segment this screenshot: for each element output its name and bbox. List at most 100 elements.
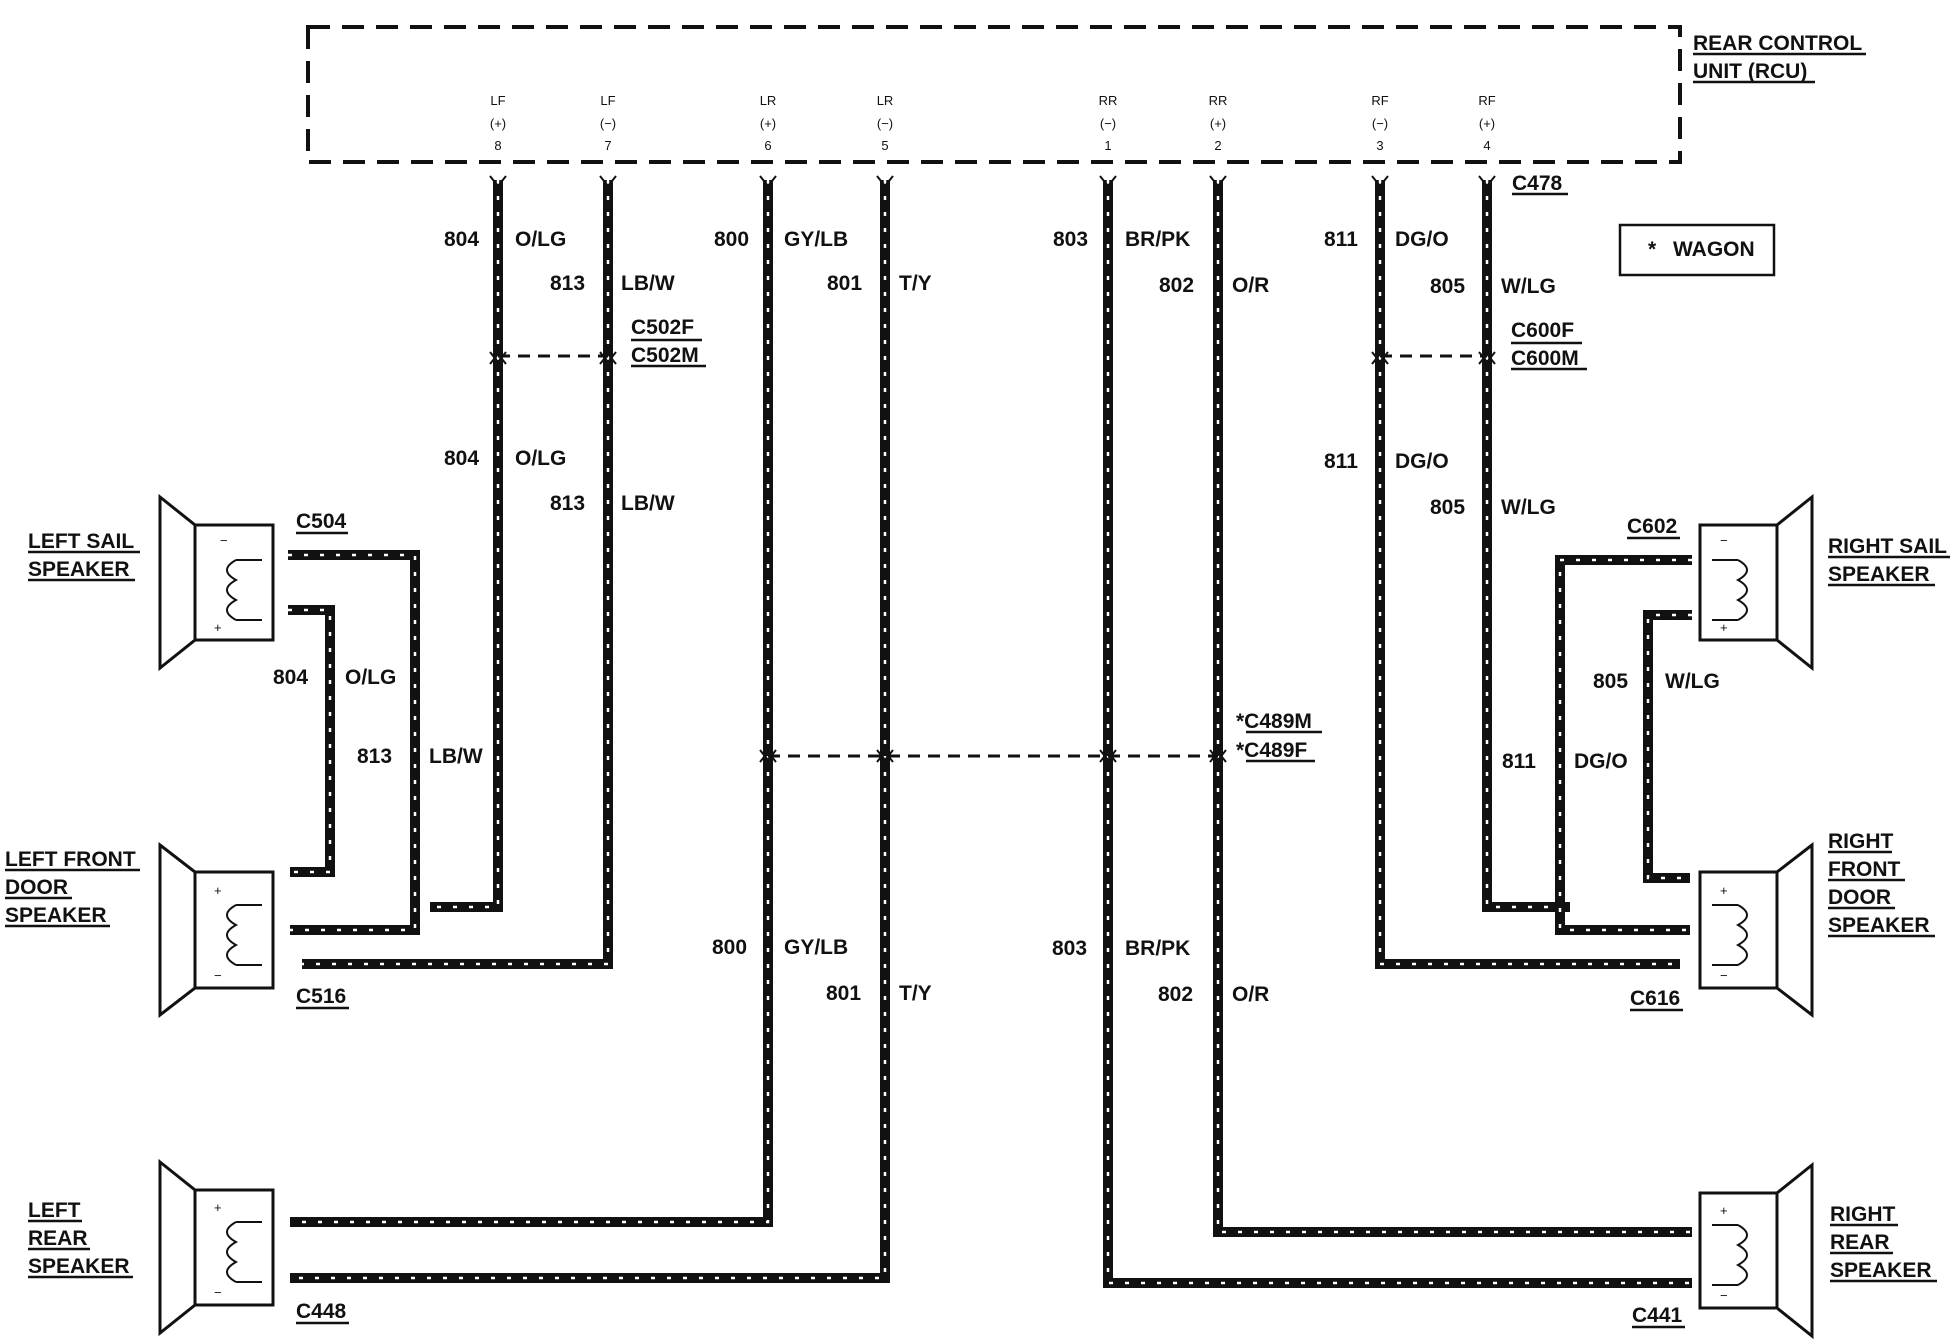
wire-800 bbox=[290, 180, 773, 1227]
right-front-label-4: SPEAKER bbox=[1828, 914, 1930, 937]
circuit-811: 811 bbox=[1324, 228, 1358, 251]
pin-sign: (−) bbox=[877, 116, 893, 131]
rcu-pin-labels: LF (+) 8 LF (−) 7 LR (+) 6 LR (−) 5 RR (… bbox=[490, 93, 1496, 153]
left-front-label-3: SPEAKER bbox=[5, 904, 107, 927]
circuit-813: 813 bbox=[550, 272, 585, 295]
wire-left-sail-804 bbox=[288, 605, 335, 877]
right-front-label-2: FRONT bbox=[1828, 858, 1900, 881]
left-sail-speaker: − + bbox=[158, 493, 275, 672]
right-front-label-3: DOOR bbox=[1828, 886, 1891, 909]
circuit-805: 805 bbox=[1430, 496, 1465, 519]
color-w-lg: W/LG bbox=[1501, 496, 1556, 519]
circuit-labels: 804 O/LG 813 LB/W 800 GY/LB 801 T/Y 803 … bbox=[273, 228, 1720, 1006]
circuit-802: 802 bbox=[1158, 983, 1193, 1006]
pin-num: 4 bbox=[1483, 138, 1490, 153]
circuit-801: 801 bbox=[826, 982, 861, 1005]
right-sail-speaker: − + bbox=[1698, 493, 1814, 672]
wire-left-sail-813 bbox=[288, 550, 420, 935]
circuit-811: 811 bbox=[1502, 750, 1536, 773]
color-t-y: T/Y bbox=[899, 272, 932, 295]
color-dg-o: DG/O bbox=[1574, 750, 1628, 773]
color-o-lg: O/LG bbox=[515, 228, 566, 251]
pin-num: 7 bbox=[604, 138, 611, 153]
pin-sign: (+) bbox=[760, 116, 776, 131]
color-lb-w: LB/W bbox=[429, 745, 483, 768]
wire-811 bbox=[1375, 180, 1680, 969]
left-front-label-2: DOOR bbox=[5, 876, 68, 899]
color-br-pk: BR/PK bbox=[1125, 228, 1190, 251]
wire-813 bbox=[302, 180, 613, 969]
legend-box bbox=[1618, 223, 1776, 277]
circuit-813: 813 bbox=[550, 492, 585, 515]
connector-c502f: C502F bbox=[631, 316, 694, 339]
connector-c448: C448 bbox=[296, 1300, 347, 1323]
pin-num: 3 bbox=[1376, 138, 1383, 153]
color-t-y: T/Y bbox=[899, 982, 932, 1005]
rcu-title-line2: UNIT (RCU) bbox=[1693, 60, 1807, 83]
speaker-labels: LEFT SAIL SPEAKER LEFT FRONT DOOR SPEAKE… bbox=[5, 530, 1950, 1283]
connector-c478: C478 bbox=[1512, 172, 1563, 195]
wire-803 bbox=[1103, 180, 1692, 1288]
wire-802 bbox=[1213, 180, 1692, 1237]
minus-sign: − bbox=[220, 533, 228, 548]
pin-sign: (+) bbox=[1479, 116, 1495, 131]
right-rear-label-3: SPEAKER bbox=[1830, 1259, 1932, 1282]
rcu-box bbox=[306, 25, 1682, 164]
circuit-805: 805 bbox=[1430, 275, 1465, 298]
minus-sign: − bbox=[214, 1285, 222, 1300]
connector-c504: C504 bbox=[296, 510, 347, 533]
pin-sign: (−) bbox=[1100, 116, 1116, 131]
circuit-805: 805 bbox=[1593, 670, 1628, 693]
wire-804 bbox=[430, 180, 503, 912]
color-lb-w: LB/W bbox=[621, 492, 675, 515]
connector-c489m: *C489M bbox=[1236, 710, 1312, 733]
plus-sign: + bbox=[214, 620, 222, 635]
left-rear-speaker: + − bbox=[158, 1158, 275, 1337]
left-sail-label-1: LEFT SAIL bbox=[28, 530, 134, 553]
circuit-813: 813 bbox=[357, 745, 392, 768]
color-gy-lb: GY/LB bbox=[784, 936, 848, 959]
right-rear-label-1: RIGHT bbox=[1830, 1203, 1896, 1226]
circuit-803: 803 bbox=[1053, 228, 1088, 251]
pin-sign: (−) bbox=[1372, 116, 1388, 131]
circuit-800: 800 bbox=[712, 936, 747, 959]
circuit-804: 804 bbox=[444, 447, 479, 470]
circuit-803: 803 bbox=[1052, 937, 1087, 960]
color-dg-o: DG/O bbox=[1395, 450, 1449, 473]
rcu-title-line1: REAR CONTROL bbox=[1693, 32, 1862, 55]
pin-name: RR bbox=[1209, 93, 1228, 108]
circuit-804: 804 bbox=[273, 666, 308, 689]
color-o-lg: O/LG bbox=[515, 447, 566, 470]
circuit-811: 811 bbox=[1324, 450, 1358, 473]
pin-num: 1 bbox=[1104, 138, 1111, 153]
left-front-door-speaker: + − bbox=[158, 841, 275, 1019]
color-lb-w: LB/W bbox=[621, 272, 675, 295]
connector-c441: C441 bbox=[1632, 1304, 1683, 1327]
color-w-lg: W/LG bbox=[1501, 275, 1556, 298]
connector-c616: C616 bbox=[1630, 987, 1680, 1010]
connector-c516: C516 bbox=[296, 985, 346, 1008]
connector-c502m: C502M bbox=[631, 344, 699, 367]
pin-name: RF bbox=[1478, 93, 1495, 108]
left-front-label-1: LEFT FRONT bbox=[5, 848, 136, 871]
pin-sign: (+) bbox=[1210, 116, 1226, 131]
circuit-804: 804 bbox=[444, 228, 479, 251]
color-o-r: O/R bbox=[1232, 274, 1269, 297]
circuit-801: 801 bbox=[827, 272, 862, 295]
pin-num: 2 bbox=[1214, 138, 1221, 153]
minus-sign: − bbox=[214, 968, 222, 983]
color-o-r: O/R bbox=[1232, 983, 1269, 1006]
wire-805 bbox=[1482, 180, 1570, 912]
connector-c600f: C600F bbox=[1511, 319, 1574, 342]
connector-c489f: *C489F bbox=[1236, 739, 1307, 762]
wire-right-sail-805 bbox=[1643, 610, 1692, 883]
pin-num: 8 bbox=[494, 138, 501, 153]
right-rear-label-2: REAR bbox=[1830, 1231, 1890, 1254]
connector-c600m: C600M bbox=[1511, 347, 1579, 370]
plus-sign: + bbox=[214, 883, 222, 898]
color-w-lg: W/LG bbox=[1665, 670, 1720, 693]
right-rear-speaker: + − bbox=[1698, 1161, 1814, 1340]
right-sail-label-1: RIGHT SAIL bbox=[1828, 535, 1947, 558]
plus-sign: + bbox=[214, 1200, 222, 1215]
legend-star: * bbox=[1648, 238, 1657, 261]
